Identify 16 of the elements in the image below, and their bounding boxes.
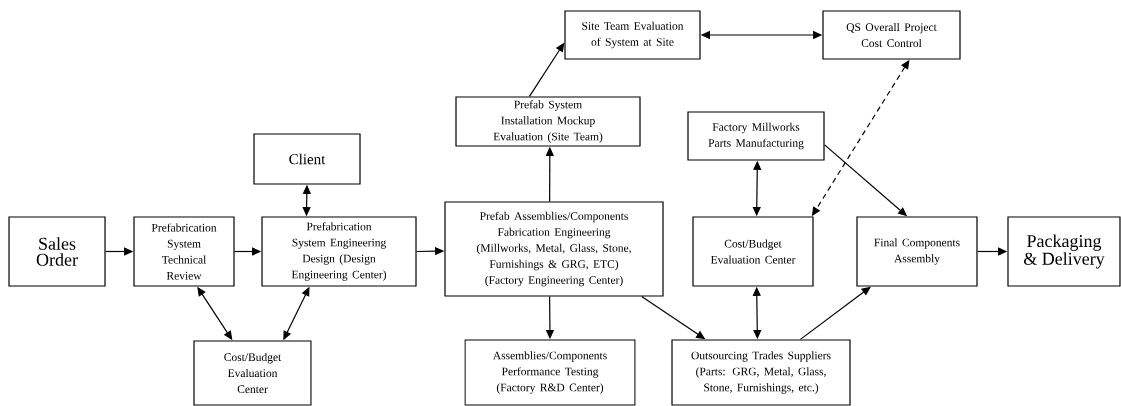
- process-box: Prefabrication System Engineering Design (Design Engineering Center): [261, 216, 417, 287]
- process-box: Site Team Evaluation of System at Site: [564, 10, 701, 60]
- process-box: Client: [253, 133, 361, 185]
- process-box: Packaging & Delivery: [1007, 216, 1121, 287]
- process-box: QS Overall Project Cost Control: [822, 10, 961, 60]
- process-box: Sales Order: [8, 216, 106, 287]
- process-box: Final Components Assembly: [856, 216, 978, 287]
- process-box: Prefabrication System Technical Review: [133, 216, 235, 287]
- process-box: Outsourcing Trades Suppliers (Parts: GRG, Metal, Glass, Stone, Furnishings, etc.): [671, 339, 851, 406]
- process-box: Prefab System Installation Mockup Evaluation (Site Team): [455, 96, 641, 147]
- process-box: Factory Millworks Parts Manufacturing: [687, 111, 825, 161]
- process-box: Cost/Budget Evaluation Center: [692, 216, 814, 287]
- process-box: Assemblies/Components Performance Testing (Factory R&D Center): [464, 339, 636, 406]
- arrow: [799, 286, 871, 340]
- process-box: Cost/Budget Evaluation Center: [193, 340, 312, 406]
- process-box: Prefab Assemblies/Components Fabrication Engineering (Millworks, Metal, Glass, Stone, Furnishings & GRG, ETC) (Factory Engineering Center): [444, 201, 664, 297]
